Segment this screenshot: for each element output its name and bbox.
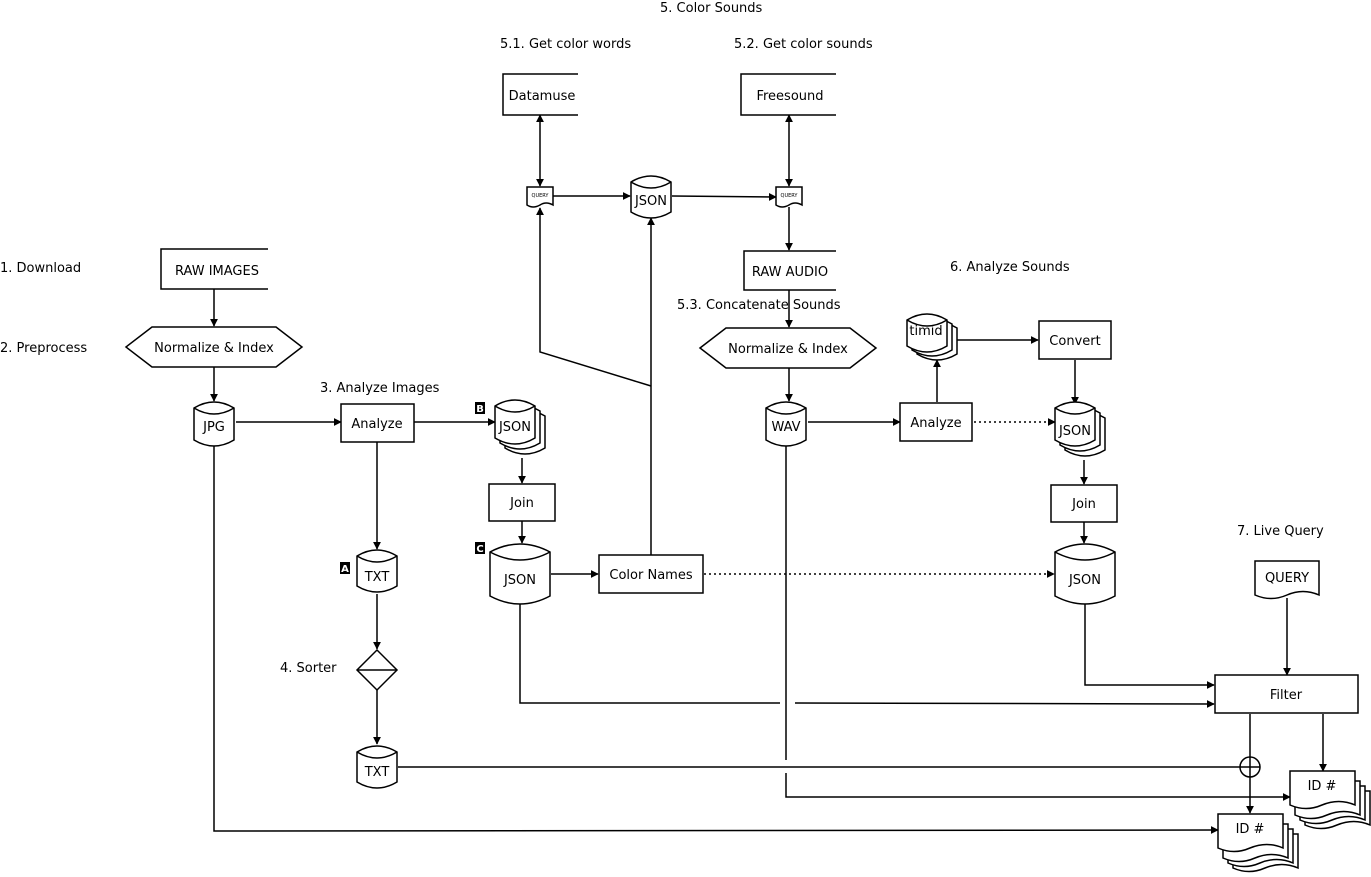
- badge-c-label: C: [476, 544, 483, 555]
- txt-a-label: TXT: [364, 570, 390, 585]
- join-label-2: Join: [1071, 497, 1096, 512]
- badge-a: [340, 562, 350, 574]
- id-node-2: ID #: [1217, 813, 1299, 873]
- wav-label: WAV: [771, 420, 800, 435]
- junction-node: [1239, 756, 1261, 778]
- id-label-2: ID #: [1236, 822, 1265, 837]
- query-node: QUERY: [1254, 560, 1320, 600]
- wav-node: WAV: [765, 401, 807, 447]
- id-node-1: ID #: [1289, 770, 1371, 830]
- freesound-node: Freesound: [740, 73, 836, 116]
- stage-concatenate-sounds-label: 5.3. Concatenate Sounds: [677, 298, 841, 313]
- convert-node: Convert: [1038, 320, 1112, 360]
- jpg-label: JPG: [202, 420, 225, 435]
- join-node-1: Join: [488, 483, 556, 522]
- timid-node: timid: [906, 313, 958, 361]
- filter-node: Filter: [1214, 674, 1359, 714]
- sorter-node: [355, 648, 399, 692]
- badge-b: [475, 402, 485, 414]
- json-c-label: JSON: [503, 573, 536, 588]
- txt-sorted-node: TXT: [356, 745, 398, 789]
- stage-analyze-images-label: 3. Analyze Images: [320, 381, 440, 396]
- json-b-node: JSON B: [475, 399, 546, 455]
- jpg-node: JPG: [193, 401, 235, 447]
- badge-c: [475, 542, 485, 554]
- freesound-label: Freesound: [756, 89, 823, 104]
- query-small-node-1: QUERY: [526, 186, 554, 208]
- timid-label: timid: [909, 324, 942, 339]
- analyze-label-2: Analyze: [910, 416, 961, 431]
- analyze-label-1: Analyze: [351, 417, 402, 432]
- datamuse-label: Datamuse: [509, 89, 576, 104]
- query-small-node-2: QUERY: [775, 186, 803, 208]
- stage-live-query-label: 7. Live Query: [1237, 524, 1324, 539]
- stage-preprocess-label: 2. Preprocess: [0, 341, 87, 356]
- convert-label: Convert: [1049, 334, 1100, 349]
- query-small-label-2: QUERY: [781, 193, 799, 199]
- stage-get-color-words-label: 5.1. Get color words: [500, 37, 631, 52]
- raw-images-node: RAW IMAGES: [160, 248, 268, 290]
- analyze-node-1: Analyze: [340, 403, 415, 443]
- stage-labels: 1. Download 2. Preprocess 3. Analyze Ima…: [0, 1, 1324, 676]
- raw-images-label: RAW IMAGES: [175, 264, 259, 279]
- json-center-node: JSON: [630, 175, 672, 219]
- normalize-index-node-1: Normalize & Index: [124, 326, 304, 368]
- json-center-label: JSON: [634, 194, 667, 209]
- color-names-label: Color Names: [609, 568, 692, 583]
- connectors: [210, 114, 1327, 835]
- stage-analyze-sounds-label: 6. Analyze Sounds: [950, 260, 1070, 275]
- raw-audio-label: RAW AUDIO: [752, 265, 828, 280]
- analyze-node-2: Analyze: [899, 402, 973, 442]
- badge-a-label: A: [341, 564, 349, 575]
- normalize-index-label-1: Normalize & Index: [154, 341, 274, 356]
- join-label-1: Join: [509, 496, 534, 511]
- json-c-node: JSON C: [475, 542, 551, 605]
- json-sounds-label: JSON: [1058, 424, 1091, 439]
- normalize-index-node-2: Normalize & Index: [698, 327, 878, 369]
- filter-label: Filter: [1270, 688, 1303, 703]
- txt-sorted-label: TXT: [364, 765, 390, 780]
- json-b-label: JSON: [498, 420, 531, 435]
- color-names-node: Color Names: [598, 554, 704, 594]
- raw-audio-node: RAW AUDIO: [743, 250, 836, 291]
- normalize-index-label-2: Normalize & Index: [728, 342, 848, 357]
- query-label: QUERY: [1265, 571, 1309, 586]
- id-label-1: ID #: [1308, 779, 1337, 794]
- json-sounds-joined-node: JSON: [1054, 543, 1116, 605]
- query-small-label-1: QUERY: [532, 193, 550, 199]
- join-node-2: Join: [1050, 484, 1118, 523]
- stage-download-label: 1. Download: [0, 261, 81, 276]
- txt-a-node: TXT A: [340, 549, 398, 593]
- stage-get-color-sounds-label: 5.2. Get color sounds: [734, 37, 873, 52]
- json-sounds-node: JSON: [1054, 401, 1106, 457]
- datamuse-node: Datamuse: [502, 73, 578, 116]
- badge-b-label: B: [476, 404, 484, 415]
- json-sounds-joined-label: JSON: [1068, 573, 1101, 588]
- stage-sorter-label: 4. Sorter: [280, 661, 337, 676]
- stage-color-sounds-label: 5. Color Sounds: [660, 1, 763, 16]
